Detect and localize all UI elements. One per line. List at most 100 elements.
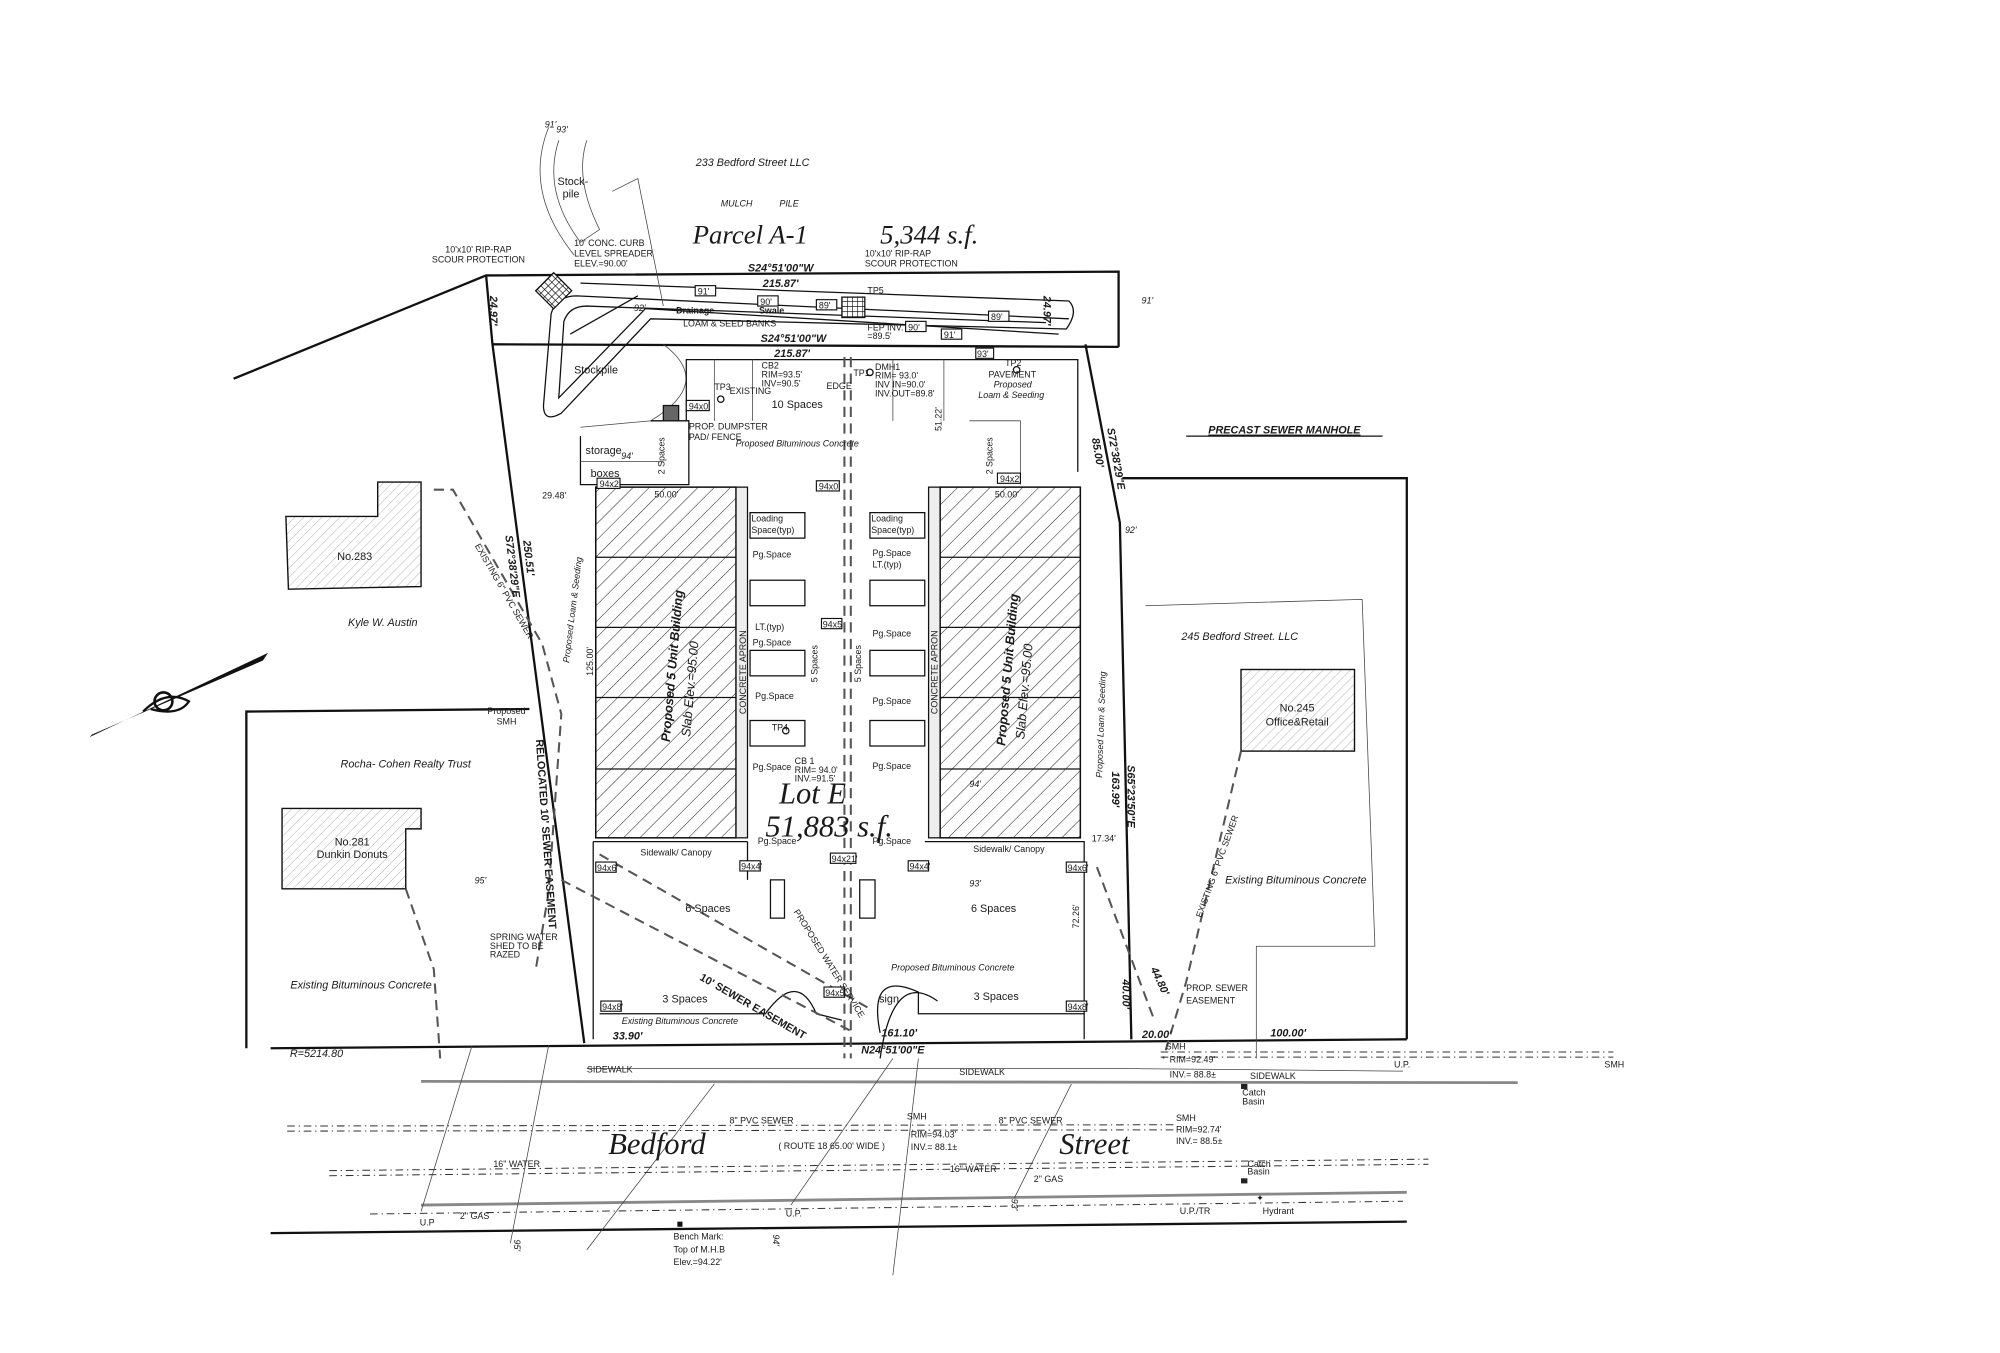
smh-c-inv: INV.= 88.5±	[1176, 1136, 1223, 1146]
mulch-label: MULCH	[721, 199, 753, 209]
dim-2948: 29.48'	[542, 491, 566, 501]
sidewalk-label: SIDEWALK	[959, 1067, 1005, 1077]
building-245-use: Office&Retail	[1266, 717, 1329, 729]
spot-elev: 94x2'	[600, 479, 621, 489]
parking-stalls	[749, 357, 926, 1059]
contour-label: 95'	[475, 876, 487, 886]
contour-tag: 89'	[819, 301, 831, 311]
cb1-label: CB 1	[795, 756, 815, 766]
spring-line2: SHED TO BE	[490, 941, 544, 951]
loading-left-1: Loading	[751, 514, 783, 524]
prop-sewer-easement-1: PROP. SEWER	[1186, 983, 1248, 993]
pg-space: Pg.Space	[872, 628, 911, 638]
spot-elevation-tags: 94x0' 94x2' 94x0' 94x2' 94x5 94x4' 94x4'…	[595, 285, 1089, 1012]
contour-tag: 91'	[698, 287, 710, 297]
cb2-rim: RIM=93.5'	[762, 369, 803, 379]
sidewalk-label: SIDEWALK	[1250, 1071, 1296, 1081]
proposed-label: Proposed	[994, 380, 1033, 390]
six-spaces-right: 6 Spaces	[971, 903, 1017, 915]
fep-line2: =89.5'	[867, 331, 892, 341]
utility-pole-tr-label: U.P./TR	[1180, 1206, 1211, 1216]
gas-main-label: 2" GAS	[1034, 1174, 1063, 1184]
dumpster-line2: PAD/ FENCE	[689, 432, 742, 442]
test-pit-icon	[781, 726, 790, 735]
existing-label: EXISTING	[730, 386, 772, 396]
length-parcel-right: 24.97'	[1040, 295, 1052, 326]
stockpile-upper-2: pile	[563, 189, 580, 201]
exist-bit-conc: Existing Bituminous Concrete	[622, 1016, 738, 1026]
contour-label: 94'	[969, 779, 981, 789]
loam-seeding-east: Proposed Loam & Seeding	[1094, 671, 1108, 778]
length-east-lower: 163.99'	[1109, 772, 1121, 808]
rocha-surface-label: Existing Bituminous Concrete	[290, 979, 431, 991]
spot-elev: 94x6'	[597, 863, 618, 873]
pg-space: Pg.Space	[753, 762, 792, 772]
loam-banks-label: LOAM & SEED BANKS	[683, 318, 776, 328]
dumpster-icon	[662, 404, 680, 422]
hydrant-label: Hydrant	[1263, 1206, 1295, 1216]
stockpile-upper-1: Stock-	[558, 176, 589, 188]
utility-pole-label: U.P.	[1394, 1059, 1410, 1069]
boxes-label: boxes	[591, 468, 620, 480]
three-spaces-left: 3 Spaces	[662, 993, 708, 1005]
smh-c-label: SMH	[1176, 1113, 1196, 1123]
bit-conc-north: Proposed Bituminous Concrete	[736, 438, 859, 448]
building-245-label: No.245	[1280, 703, 1315, 715]
length-parcel-left: 24.97'	[487, 295, 499, 326]
contour-tag: 91'	[944, 330, 956, 340]
riprap-left	[534, 271, 573, 310]
sign-label: sign	[879, 993, 899, 1005]
front-right-length-b: 100.00'	[1270, 1028, 1306, 1040]
property-lines	[233, 270, 1408, 1059]
front-left-length: 33.90'	[613, 1030, 643, 1042]
utility-pole-label: U.P	[420, 1217, 435, 1227]
contour-label: 93'	[969, 878, 981, 888]
lt-typ: LT.(typ)	[755, 622, 784, 632]
smh-a-label: SMH	[1166, 1041, 1186, 1051]
drainage-swale	[534, 127, 1074, 428]
sidewalk-canopy-left: Sidewalk/ Canopy	[640, 848, 712, 858]
neighbor-austin-label: Kyle W. Austin	[348, 617, 418, 629]
dmh1-inv-out: INV.OUT=89.8'	[875, 389, 935, 399]
loading-right-1: Loading	[871, 514, 903, 524]
dim-7226: 72.26'	[1071, 904, 1081, 928]
sidewalk-label: SIDEWALK	[587, 1064, 633, 1074]
test-pit-icon	[716, 395, 725, 403]
sewer-main-label: 8" PVC SEWER	[999, 1115, 1064, 1125]
loading-left-2: Space(typ)	[751, 525, 794, 535]
proposed-smh-1: Proposed	[487, 706, 525, 716]
building-283-label: No.283	[337, 551, 372, 563]
street-name-right: Street	[1059, 1127, 1131, 1161]
route-label: ( ROUTE 18 65.00' WIDE )	[778, 1141, 885, 1151]
catch-basin-icon	[1241, 1178, 1248, 1184]
east-surface-label: Existing Bituminous Concrete	[1225, 875, 1366, 887]
lot-area: 51,883 s.f.	[765, 810, 892, 844]
spring-line1: SPRING WATER	[490, 932, 558, 942]
spot-elev: 94x4'	[909, 862, 930, 872]
building-281-name: Dunkin Donuts	[317, 849, 389, 861]
prop-sewer-easement-2: EASEMENT	[1186, 996, 1236, 1006]
neighbor-buildings	[281, 481, 1356, 890]
pg-space: Pg.Space	[872, 836, 911, 846]
proposed-building-right	[927, 486, 1082, 839]
neighbor-rocha-label: Rocha- Cohen Realty Trust	[341, 759, 472, 771]
bit-conc-south: Proposed Bituminous Concrete	[891, 962, 1014, 972]
lot-name: Lot E	[778, 776, 846, 810]
street-name-left: Bedford	[608, 1127, 706, 1161]
tp1-label: TP1	[853, 368, 869, 378]
pg-space: Pg.Space	[758, 836, 797, 846]
parcel-name: Parcel A-1	[692, 220, 808, 250]
length-north-top: 215.87'	[762, 278, 799, 290]
riprap-right	[841, 296, 866, 319]
pg-space: Pg.Space	[872, 761, 911, 771]
riprap-left-line2: SCOUR PROTECTION	[432, 255, 525, 265]
loam-label: Loam & Seeding	[978, 390, 1044, 400]
pg-space: Pg.Space	[753, 637, 792, 647]
spot-elev: 94x21'	[832, 854, 858, 864]
drainage-label: Drainage	[676, 306, 714, 316]
dmh1-rim: RIM= 93.0'	[875, 371, 918, 381]
cb1-inv: INV.=91.5'	[795, 774, 836, 784]
spot-elev: 94x2'	[1000, 474, 1021, 484]
catch-basin-2: Basin	[1247, 1166, 1269, 1176]
utility-lines	[270, 488, 1614, 1276]
